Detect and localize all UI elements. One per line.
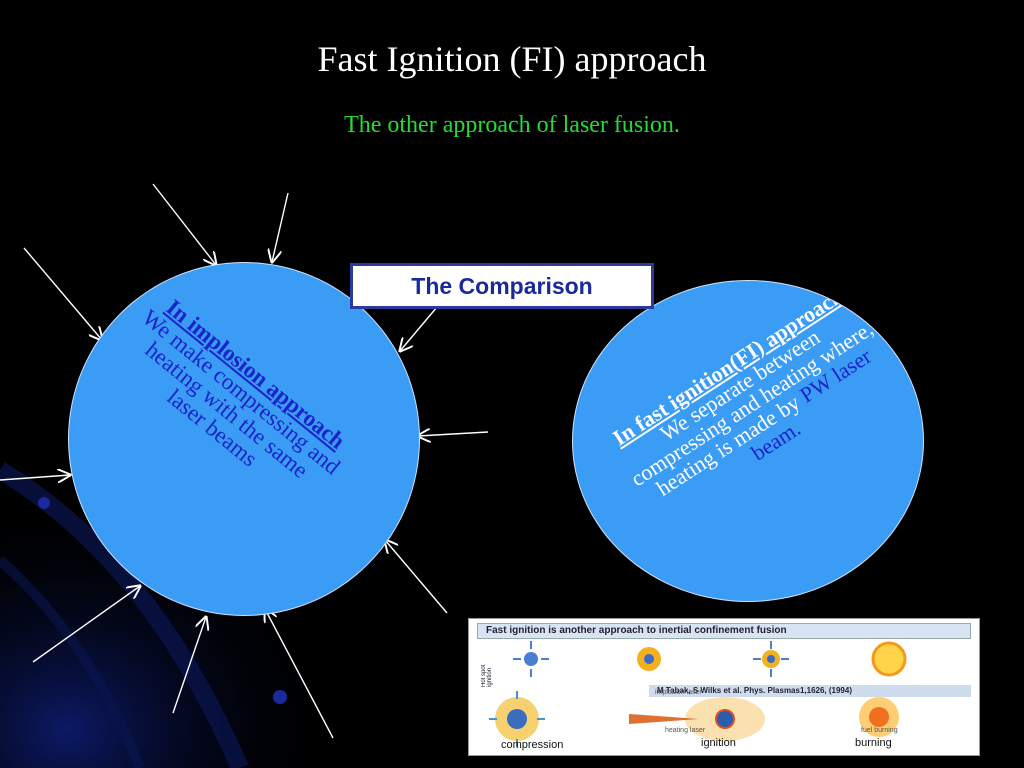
implosion-circle: In implosion approach We make compressin… (68, 262, 420, 616)
compression-graphic (489, 691, 545, 747)
laser-arrow (385, 540, 448, 614)
top-sunburst-1 (513, 641, 549, 677)
decor-dot (38, 497, 50, 509)
slide-title: Fast Ignition (FI) approach (317, 39, 707, 79)
burning-graphic (859, 697, 899, 737)
implosion-text: In implosion approach We make compressin… (108, 287, 360, 516)
figure-diagram (489, 641, 907, 747)
laser-arrow (152, 183, 216, 265)
label-compression: compression (501, 739, 564, 751)
comparison-box: The Comparison (350, 263, 654, 309)
laser-arrow (0, 475, 70, 480)
label-implosion-laser: implosion laser (655, 689, 702, 696)
fast-ignition-text: In fast ignition(FI) approach We separat… (600, 281, 903, 529)
top-burn-disc (871, 641, 907, 677)
label-heating-laser: heating laser (665, 727, 706, 734)
laser-arrow (32, 586, 140, 663)
laser-arrow (172, 617, 206, 714)
laser-arrow (418, 432, 489, 436)
label-fuel-burning: fuel burning (861, 727, 898, 734)
label-ignition: ignition (701, 737, 736, 749)
laser-arrow (265, 609, 334, 739)
laser-arrow (23, 247, 102, 340)
figure-header: Fast ignition is another approach to ine… (477, 623, 971, 639)
top-sunburst-3 (753, 641, 789, 677)
fast-ignition-figure: Fast ignition is another approach to ine… (468, 618, 980, 756)
fast-ignition-circle: In fast ignition(FI) approach We separat… (572, 280, 924, 602)
laser-arrow (272, 192, 289, 262)
comparison-label: The Comparison (411, 272, 593, 299)
decor-dot (273, 690, 287, 704)
slide-subtitle: The other approach of laser fusion. (344, 112, 680, 138)
figure-reference: M Tabak, S Wilks et al. Phys. Plasmas1,1… (649, 685, 971, 697)
top-sunburst-2 (637, 647, 661, 671)
implosion-body: We make compressing and heating with the… (137, 304, 345, 483)
label-burning: burning (855, 737, 892, 749)
ignition-graphic (629, 697, 765, 741)
